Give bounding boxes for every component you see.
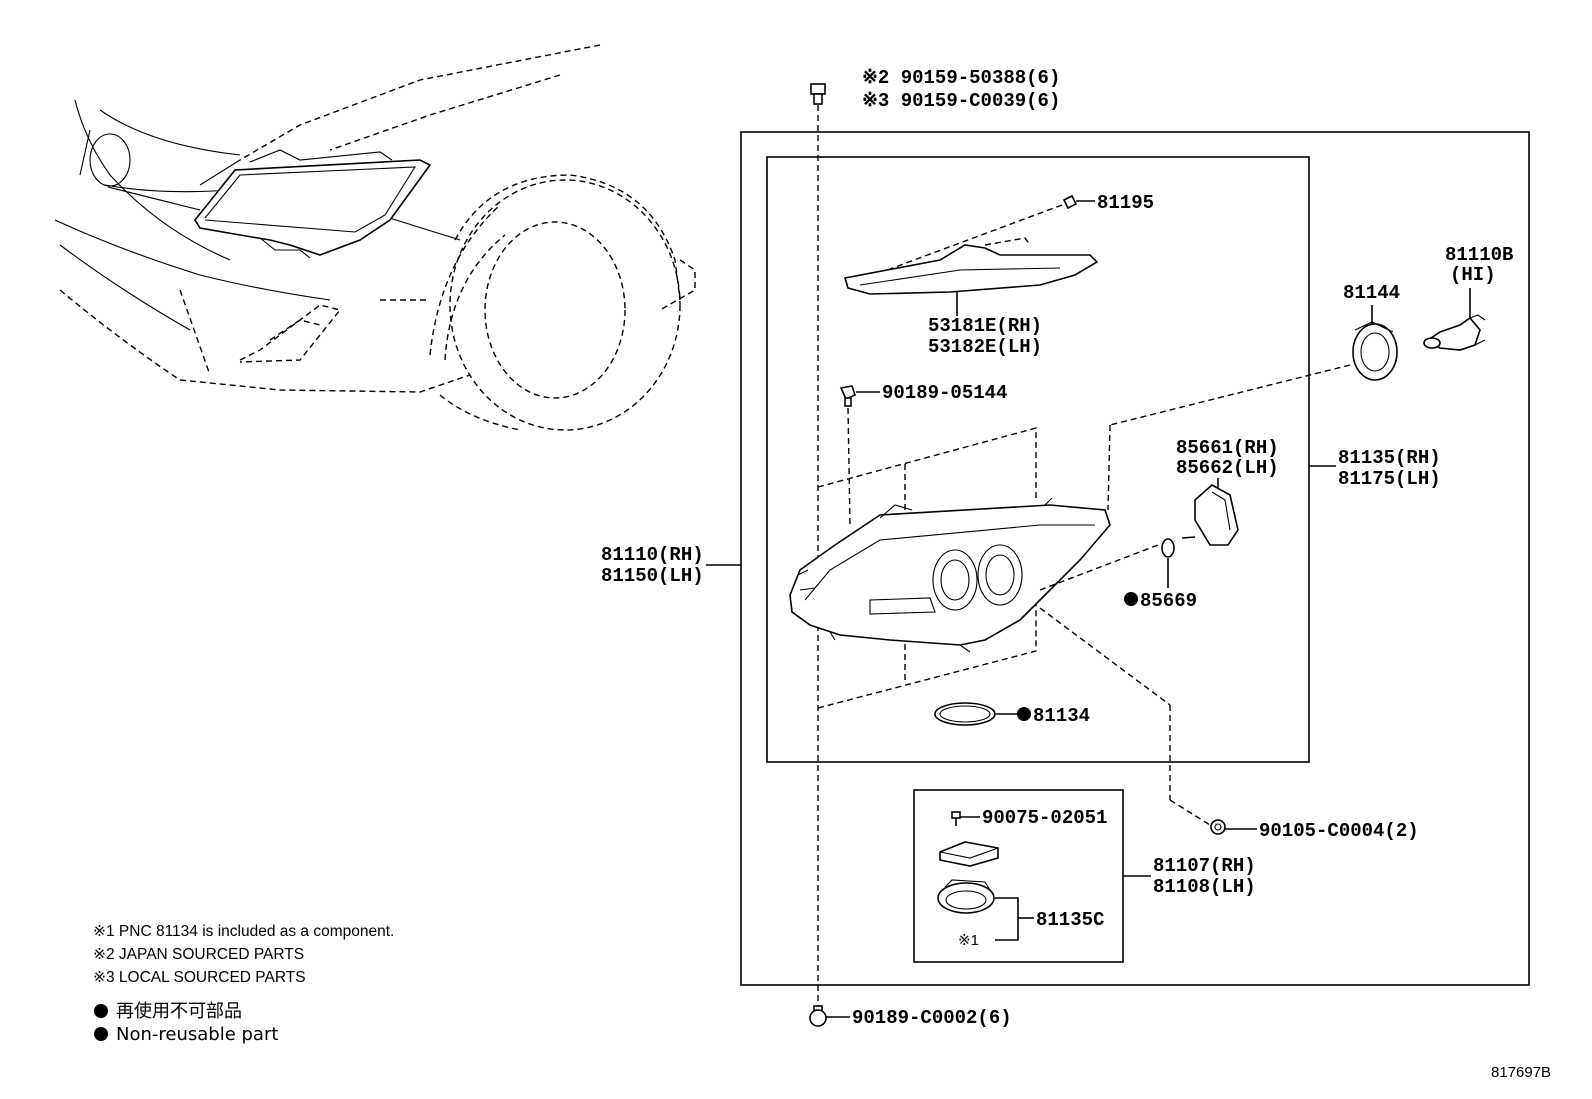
gasket-81134-icon xyxy=(934,702,996,726)
label-53182e: 53182E(LH) xyxy=(928,336,1042,358)
label-81110b-sub: (HI) xyxy=(1450,264,1496,286)
label-81134: 81134 xyxy=(1033,705,1090,727)
label-81135-rh: 81135(RH) xyxy=(1338,447,1441,469)
label-85661: 85661(RH) xyxy=(1176,437,1279,459)
label-90189-05144: 90189-05144 xyxy=(882,382,1007,404)
label-85669: 85669 xyxy=(1140,590,1197,612)
bolt-bottom-icon xyxy=(809,1005,827,1027)
label-90075-02051: 90075-02051 xyxy=(982,807,1107,829)
housing-inner-frame xyxy=(766,156,1310,763)
label-81144: 81144 xyxy=(1343,282,1400,304)
nut-90105-icon xyxy=(1210,819,1226,835)
screw-81195-icon xyxy=(1062,194,1078,210)
legend-dot-jp xyxy=(94,1004,108,1018)
label-53181e: 53181E(RH) xyxy=(928,315,1042,337)
label-81108-lh: 81108(LH) xyxy=(1153,876,1256,898)
label-81110-rh: 81110(RH) xyxy=(601,544,704,566)
note-3: ※3 LOCAL SOURCED PARTS xyxy=(93,969,306,986)
headlamp-assembly-icon xyxy=(789,427,1111,709)
label-90105-c0004: 90105-C0004(2) xyxy=(1259,820,1419,842)
socket-81144-icon xyxy=(1352,321,1398,381)
socket-81135c-icon xyxy=(937,879,995,914)
cover-53181e-icon xyxy=(843,237,1099,295)
leveling-motor-85661-icon xyxy=(1181,484,1239,546)
label-81150-lh: 81150(LH) xyxy=(601,565,704,587)
legend-nonreusable-en: Non-reusable part xyxy=(116,1024,278,1045)
oring-85669-icon xyxy=(1161,538,1175,558)
label-bolt-top-2: ※3 90159-C0039(6) xyxy=(862,90,1060,112)
label-81110b: 81110B xyxy=(1445,244,1513,266)
bulb-81110b-icon xyxy=(1423,314,1486,351)
screw-90189-05144-icon xyxy=(839,385,856,407)
label-81195: 81195 xyxy=(1097,192,1154,214)
nonreusable-dot-85669 xyxy=(1124,592,1138,606)
ballast-module-icon xyxy=(939,841,999,867)
label-81107-rh: 81107(RH) xyxy=(1153,855,1256,877)
note-1: ※1 PNC 81134 is included as a component. xyxy=(93,923,394,940)
label-90189-c0002: 90189-C0002(6) xyxy=(852,1007,1012,1029)
assembly-outer-frame xyxy=(740,131,1530,986)
label-81135c: 81135C xyxy=(1036,909,1104,931)
vehicle-front-illustration xyxy=(54,44,696,431)
legend-nonreusable-jp: 再使用不可部品 xyxy=(116,1001,242,1022)
note-2: ※2 JAPAN SOURCED PARTS xyxy=(93,946,304,963)
label-85662: 85662(LH) xyxy=(1176,457,1279,479)
label-81175-lh: 81175(LH) xyxy=(1338,468,1441,490)
diagram-code: 817697B xyxy=(1491,1064,1551,1081)
bolt-top-icon xyxy=(810,83,826,105)
nonreusable-dot-81134 xyxy=(1017,707,1031,721)
legend-dot-en xyxy=(94,1027,108,1041)
screw-90075-icon xyxy=(951,811,961,826)
label-bolt-top-1: ※2 90159-50388(6) xyxy=(862,67,1060,89)
label-ref1: ※1 xyxy=(958,932,979,949)
